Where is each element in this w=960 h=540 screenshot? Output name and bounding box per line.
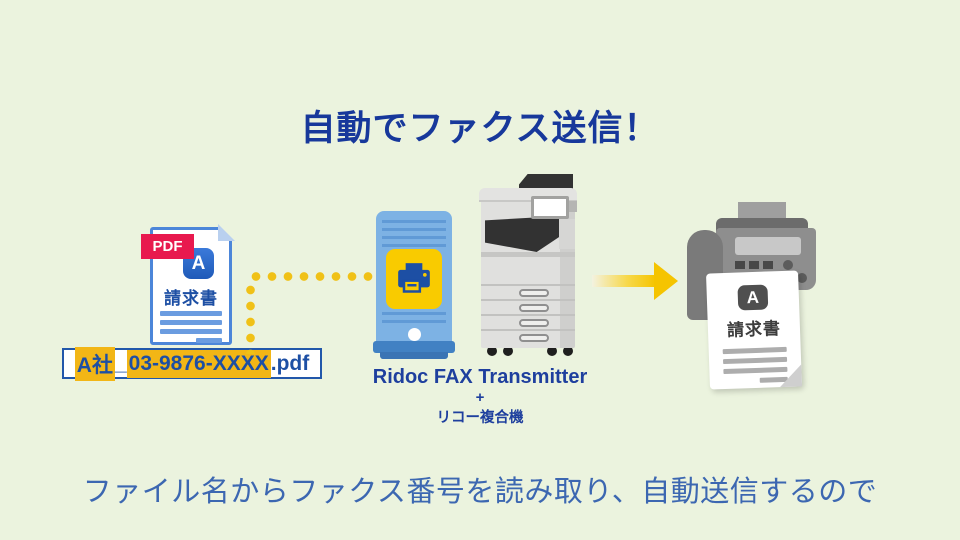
folded-corner-icon <box>218 224 235 241</box>
copier-side-unit <box>559 219 575 249</box>
received-document-badge: A <box>737 284 769 311</box>
fax-key-icon <box>749 261 759 269</box>
server-foot <box>380 352 448 359</box>
filename-extension: .pdf <box>270 351 310 375</box>
transmitter-label: Ridoc FAX Transmitter + リコー複合機 <box>330 366 630 427</box>
fax-transmitter-server <box>373 211 455 359</box>
bottom-caption: ファイル名からファクス番号を読み取り、自動送信するので <box>82 476 878 508</box>
page-curl-icon <box>779 364 802 388</box>
arrow-head <box>654 262 678 300</box>
fax-machine: A 請求書 <box>682 196 824 390</box>
multifunction-printer <box>479 172 579 356</box>
paper-tray <box>481 314 575 329</box>
document-title: 請求書 <box>164 289 218 308</box>
power-button-icon <box>408 328 421 341</box>
wheel-icon <box>487 346 497 356</box>
received-document-title: 請求書 <box>726 319 782 340</box>
server-vents-top <box>382 220 446 250</box>
dotted-connector-horizontal <box>248 271 380 282</box>
plus-sign: + <box>475 389 485 406</box>
tray-handle-icon <box>519 319 549 327</box>
text-line <box>723 366 788 375</box>
paper-tray <box>481 329 575 344</box>
fax-key-icon <box>763 261 773 269</box>
product-name: Ridoc FAX Transmitter <box>372 366 588 388</box>
wheel-icon <box>563 346 573 356</box>
paper-trays <box>481 284 575 344</box>
filename-faxnumber-highlight: 03-9876-XXXX <box>126 349 271 378</box>
pdf-format-tag: PDF <box>141 234 194 259</box>
control-panel-screen <box>531 196 569 219</box>
text-line <box>160 320 222 325</box>
fax-round-button-icon <box>797 273 807 283</box>
arrow-tail <box>592 275 656 287</box>
paper-tray <box>481 299 575 314</box>
fax-display <box>735 237 801 255</box>
server-base <box>373 341 455 353</box>
wheel-icon <box>547 346 557 356</box>
dotted-connector-vertical <box>245 282 256 354</box>
printer-icon <box>398 263 430 293</box>
flow-arrow-icon <box>592 262 678 300</box>
paper-tray <box>481 284 575 299</box>
server-vents-bottom <box>382 312 446 323</box>
document-text-lines <box>160 311 222 347</box>
text-line <box>160 311 222 316</box>
source-pdf-document: PDF A 請求書 <box>141 224 235 347</box>
text-line <box>195 338 222 343</box>
copier-divider <box>481 252 575 257</box>
tray-handle-icon <box>519 289 549 297</box>
received-fax-paper: A 請求書 <box>706 270 802 390</box>
text-line <box>722 346 787 355</box>
received-text-lines <box>722 346 788 389</box>
fax-key-icon <box>735 261 745 269</box>
page-title: 自動でファクス送信！ <box>300 109 660 148</box>
fax-round-button-icon <box>783 260 793 270</box>
device-name: リコー複合機 <box>436 410 524 427</box>
control-panel-arm <box>569 201 577 212</box>
wheel-icon <box>503 346 513 356</box>
tray-handle-icon <box>519 304 549 312</box>
tray-handle-icon <box>519 334 549 342</box>
filename-label: A社 _ 03-9876-XXXX .pdf <box>62 346 322 381</box>
text-line <box>722 356 788 365</box>
filename-company-highlight: A社 <box>74 346 115 381</box>
filename-separator: _ <box>114 351 127 375</box>
printer-panel <box>386 249 442 309</box>
text-line <box>160 329 222 334</box>
